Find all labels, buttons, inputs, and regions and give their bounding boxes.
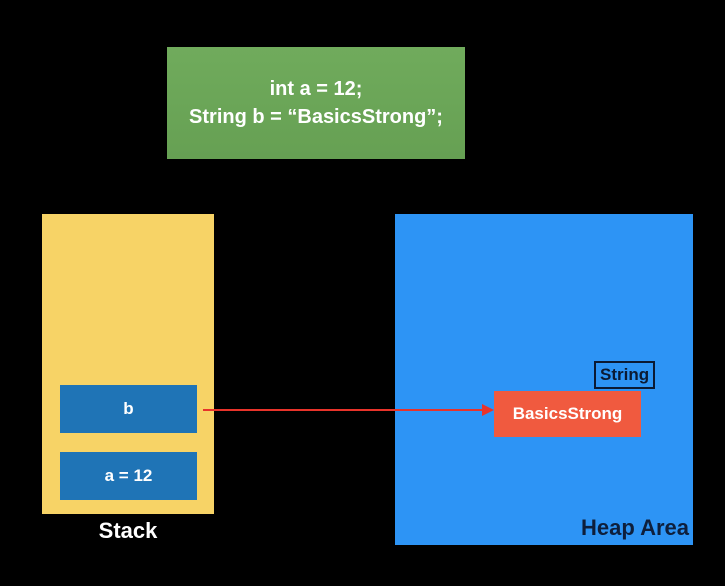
stack-cell-a: a = 12 xyxy=(60,452,197,500)
stack-cell-b: b xyxy=(60,385,197,433)
stack-area: b a = 12 xyxy=(42,214,214,514)
heap-area: String BasicsStrong Heap Area xyxy=(395,214,693,545)
string-object: BasicsStrong xyxy=(494,391,641,437)
stack-label: Stack xyxy=(98,518,158,543)
heap-label: Heap Area xyxy=(580,515,689,540)
code-line-1: int a = 12; xyxy=(269,78,363,100)
code-line-2: String b = “BasicsStrong”; xyxy=(189,106,443,128)
code-snippet: int a = 12; String b = “BasicsStrong”; xyxy=(167,47,465,159)
string-type-tag: String xyxy=(594,361,656,389)
